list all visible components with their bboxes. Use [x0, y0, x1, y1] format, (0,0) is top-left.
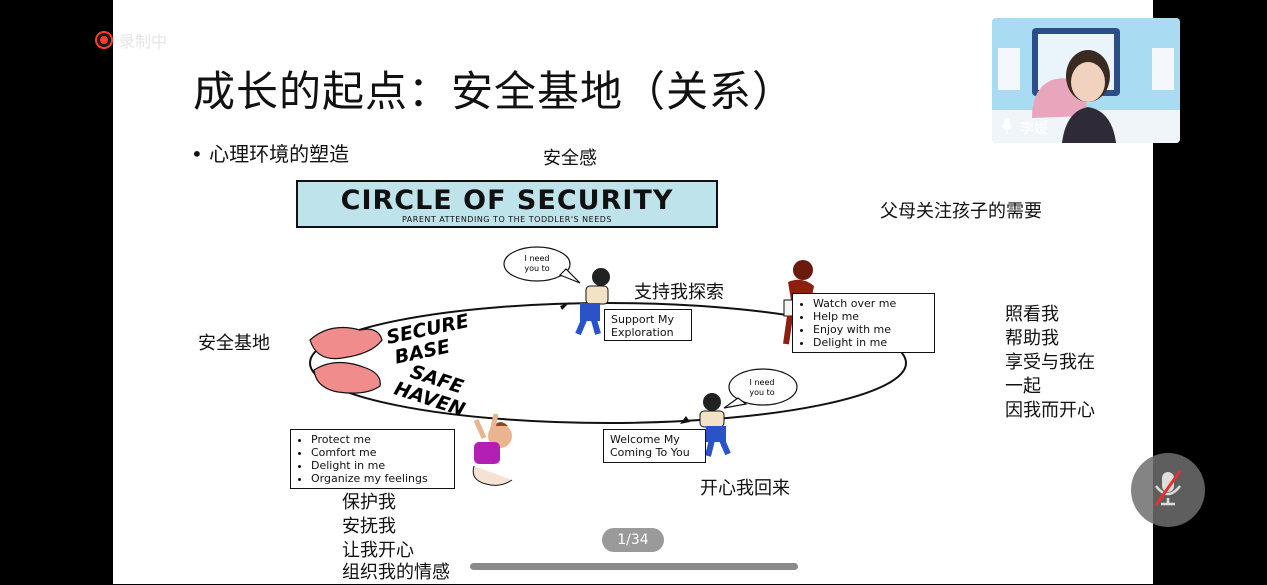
label-security: 安全感	[543, 148, 597, 169]
participant-name: 李媛	[1020, 121, 1048, 137]
record-icon	[95, 31, 113, 49]
banner-subtitle: PARENT ATTENDING TO THE TODDLER'S NEEDS	[401, 215, 613, 224]
protect-box-item: Organize my feelings	[311, 472, 448, 485]
speech-bubble-top: I need you to	[503, 246, 581, 284]
label-support-explore: 支持我探索	[634, 282, 724, 303]
welcome-box: Welcome My Coming To You	[603, 429, 706, 463]
banner-title: CIRCLE OF SECURITY	[340, 185, 674, 216]
watch-over-box: Watch over me Help me Enjoy with me Deli…	[792, 293, 935, 353]
microphone-muted-icon	[1150, 468, 1186, 512]
watch-box-item: Help me	[813, 310, 928, 323]
mute-microphone-button[interactable]	[1131, 453, 1205, 527]
slide-title: 成长的起点：安全基地（关系）	[193, 67, 796, 116]
horizontal-scrollbar[interactable]	[470, 563, 798, 570]
right-list-item: 一起	[1005, 376, 1041, 397]
right-list-item: 照看我	[1005, 304, 1059, 325]
speech-bubble-right: I need you to	[723, 368, 798, 409]
bottom-list-item: 让我开心	[342, 540, 414, 561]
support-exploration-box: Support My Exploration	[604, 309, 692, 341]
support-box-line: Exploration	[611, 326, 674, 339]
label-welcome-back: 开心我回来	[700, 478, 790, 499]
support-box-line: Support My	[611, 313, 674, 326]
toddler-welcome-icon	[699, 393, 731, 457]
watch-box-item: Watch over me	[813, 297, 928, 310]
watch-box-item: Enjoy with me	[813, 323, 928, 336]
right-list-item: 帮助我	[1005, 328, 1059, 349]
welcome-box-line: Coming To You	[610, 446, 690, 459]
protect-box-item: Protect me	[311, 433, 448, 446]
arrow-icon	[680, 416, 690, 424]
bubble-right-line: I need	[750, 378, 775, 387]
bottom-list-item: 安抚我	[342, 516, 396, 537]
recording-indicator[interactable]: 录制中	[95, 28, 167, 52]
watch-box-item: Delight in me	[813, 336, 928, 349]
secure-base-text: SECURE BASE	[384, 310, 470, 369]
welcome-box-line: Welcome My	[610, 433, 680, 446]
page-indicator: 1/34	[602, 528, 664, 552]
right-list-item: 享受与我在	[1005, 352, 1095, 373]
label-parent-attention: 父母关注孩子的需要	[880, 201, 1042, 222]
recording-label: 录制中	[119, 32, 168, 51]
circle-of-security-banner: CIRCLE OF SECURITY PARENT ATTENDING TO T…	[296, 180, 718, 228]
bottom-list-item: 保护我	[342, 492, 396, 513]
protect-box-item: Comfort me	[311, 446, 448, 459]
security-circle	[309, 302, 907, 424]
arrow-icon	[560, 302, 570, 310]
bottom-list-item: 组织我的情感	[342, 562, 450, 583]
bubble-right-line: you to	[749, 388, 774, 397]
presentation-slide: 成长的起点：安全基地（关系） • 心理环境的塑造	[113, 0, 1153, 584]
video-feed	[992, 18, 1180, 143]
right-list-item: 因我而开心	[1005, 400, 1095, 421]
slide-bullet: • 心理环境的塑造	[191, 142, 350, 166]
label-secure-base: 安全基地	[198, 333, 270, 354]
microphone-icon	[1000, 117, 1014, 139]
protect-box: Protect me Comfort me Delight in me Orga…	[290, 429, 455, 489]
participant-video-tile[interactable]: 李媛	[992, 18, 1180, 143]
protect-box-item: Delight in me	[311, 459, 448, 472]
hands-icon	[309, 327, 383, 394]
bubble-top-line: you to	[524, 264, 549, 273]
participant-name-bar: 李媛	[992, 113, 1180, 143]
toddler-haven-icon	[472, 413, 513, 486]
toddler-top-icon	[575, 268, 610, 336]
bubble-top-line: I need	[525, 254, 550, 263]
